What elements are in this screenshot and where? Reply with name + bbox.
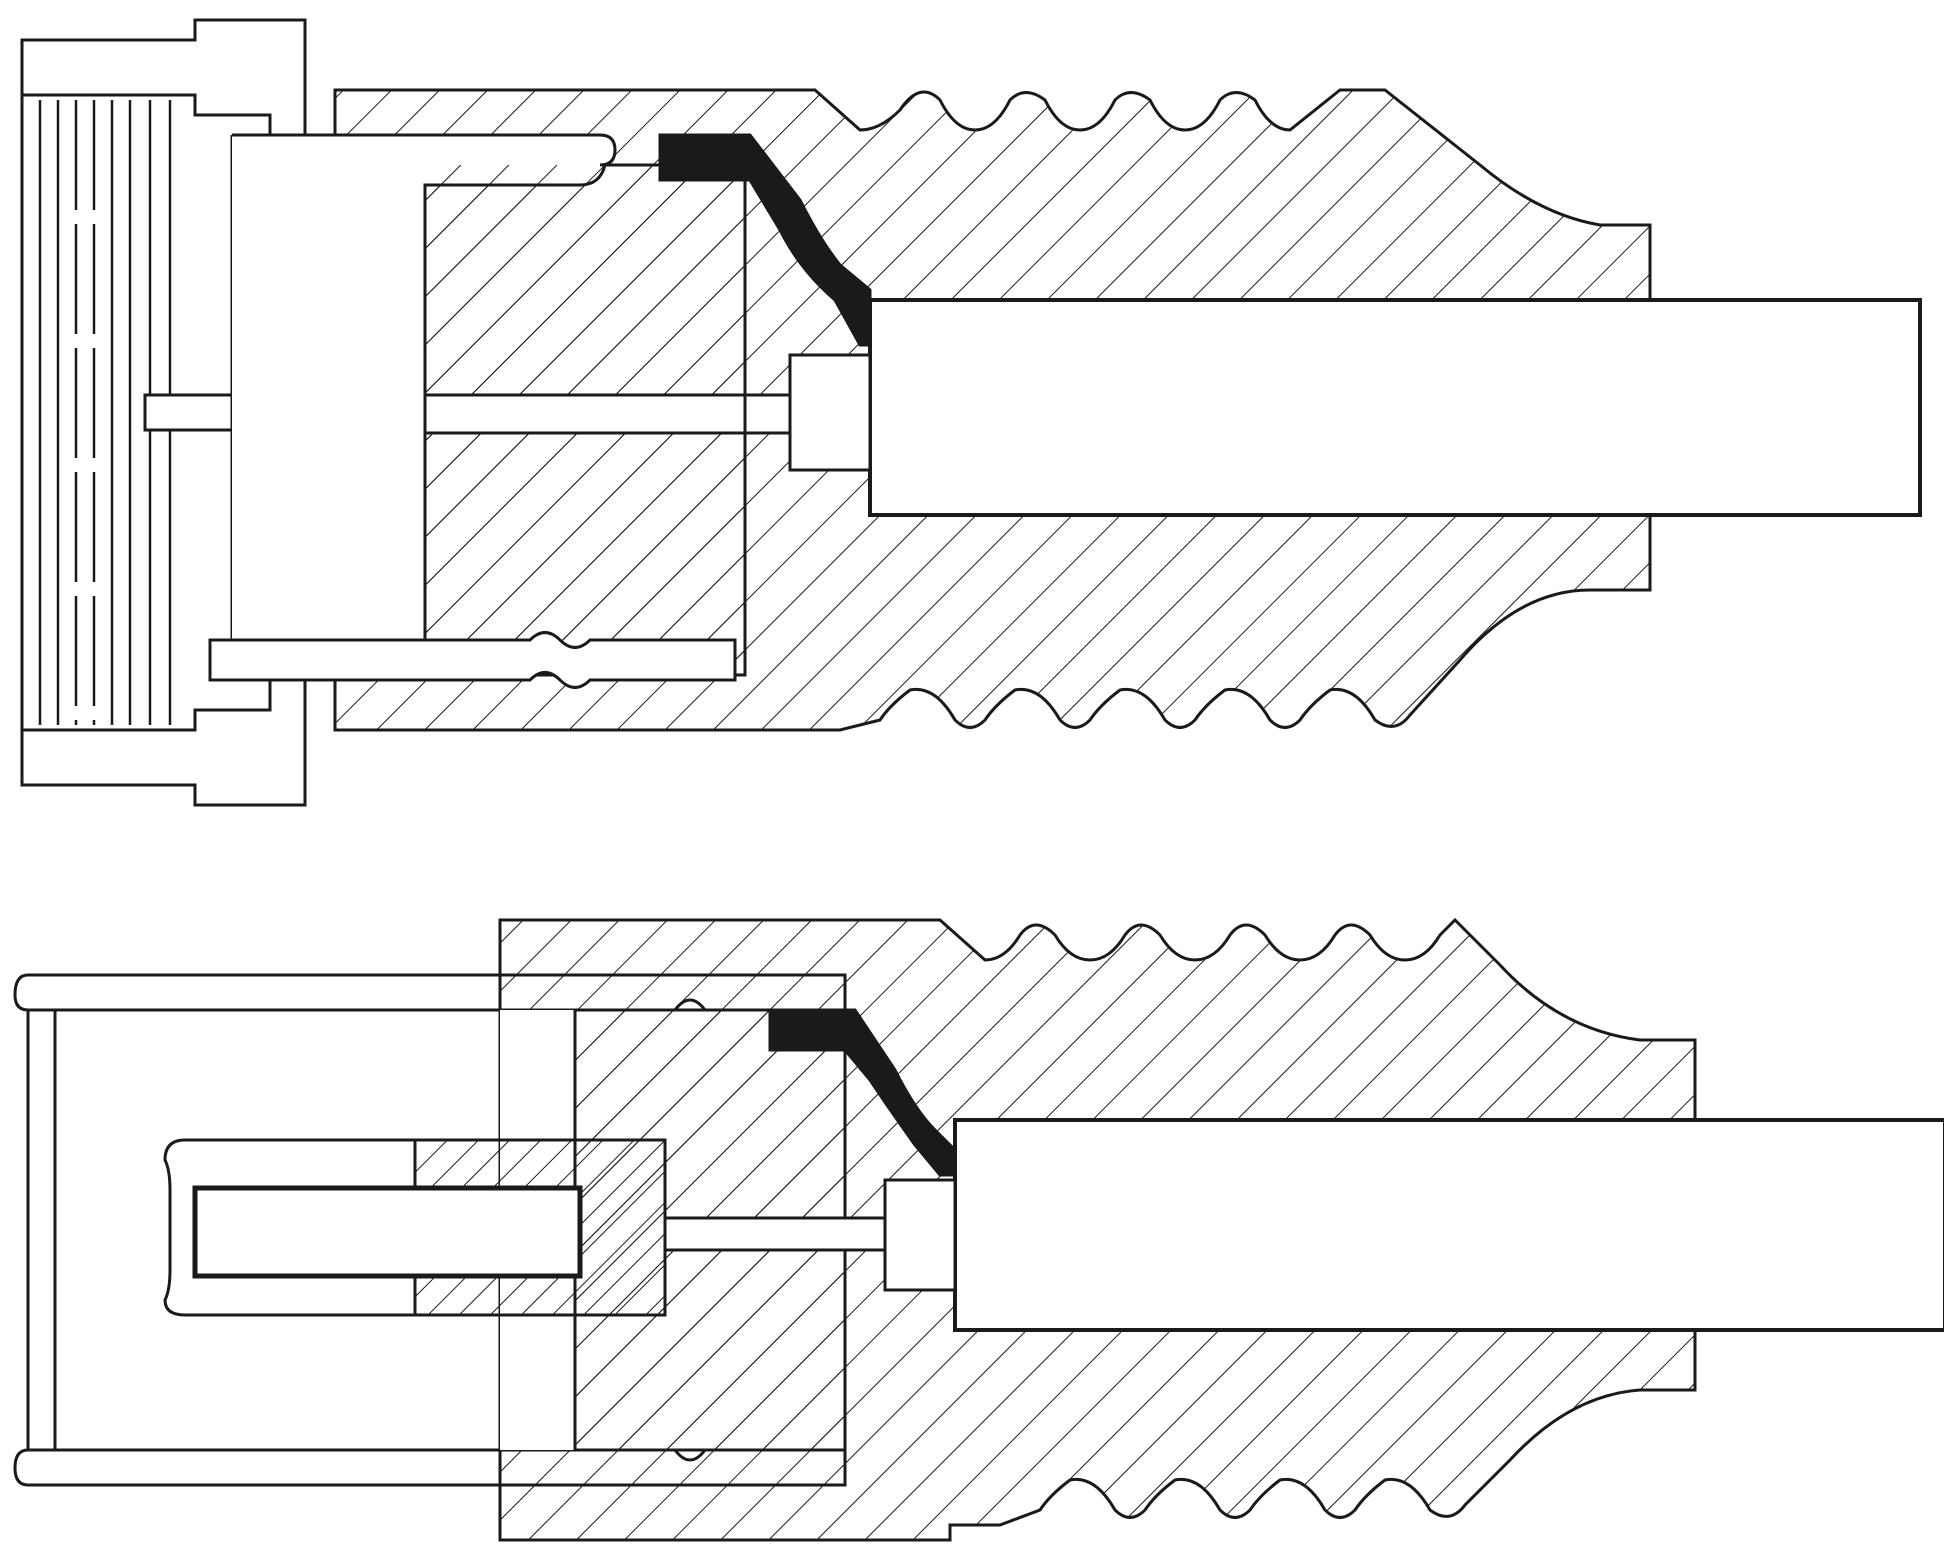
- insulator-lower: [573, 1008, 957, 1452]
- sealing-ring-upper: [658, 133, 872, 347]
- sealing-ring-lower: [768, 1008, 957, 1177]
- lower-channel-upper: [208, 631, 737, 689]
- connector-assembly-upper: [20, 18, 1922, 807]
- insulator-upper: [423, 133, 872, 677]
- groove-top-lower: [673, 998, 707, 1011]
- contact-pin-holder: [163, 1138, 667, 1317]
- groove-bottom-lower: [673, 1449, 707, 1462]
- connector-assembly-lower: [13, 917, 1944, 1542]
